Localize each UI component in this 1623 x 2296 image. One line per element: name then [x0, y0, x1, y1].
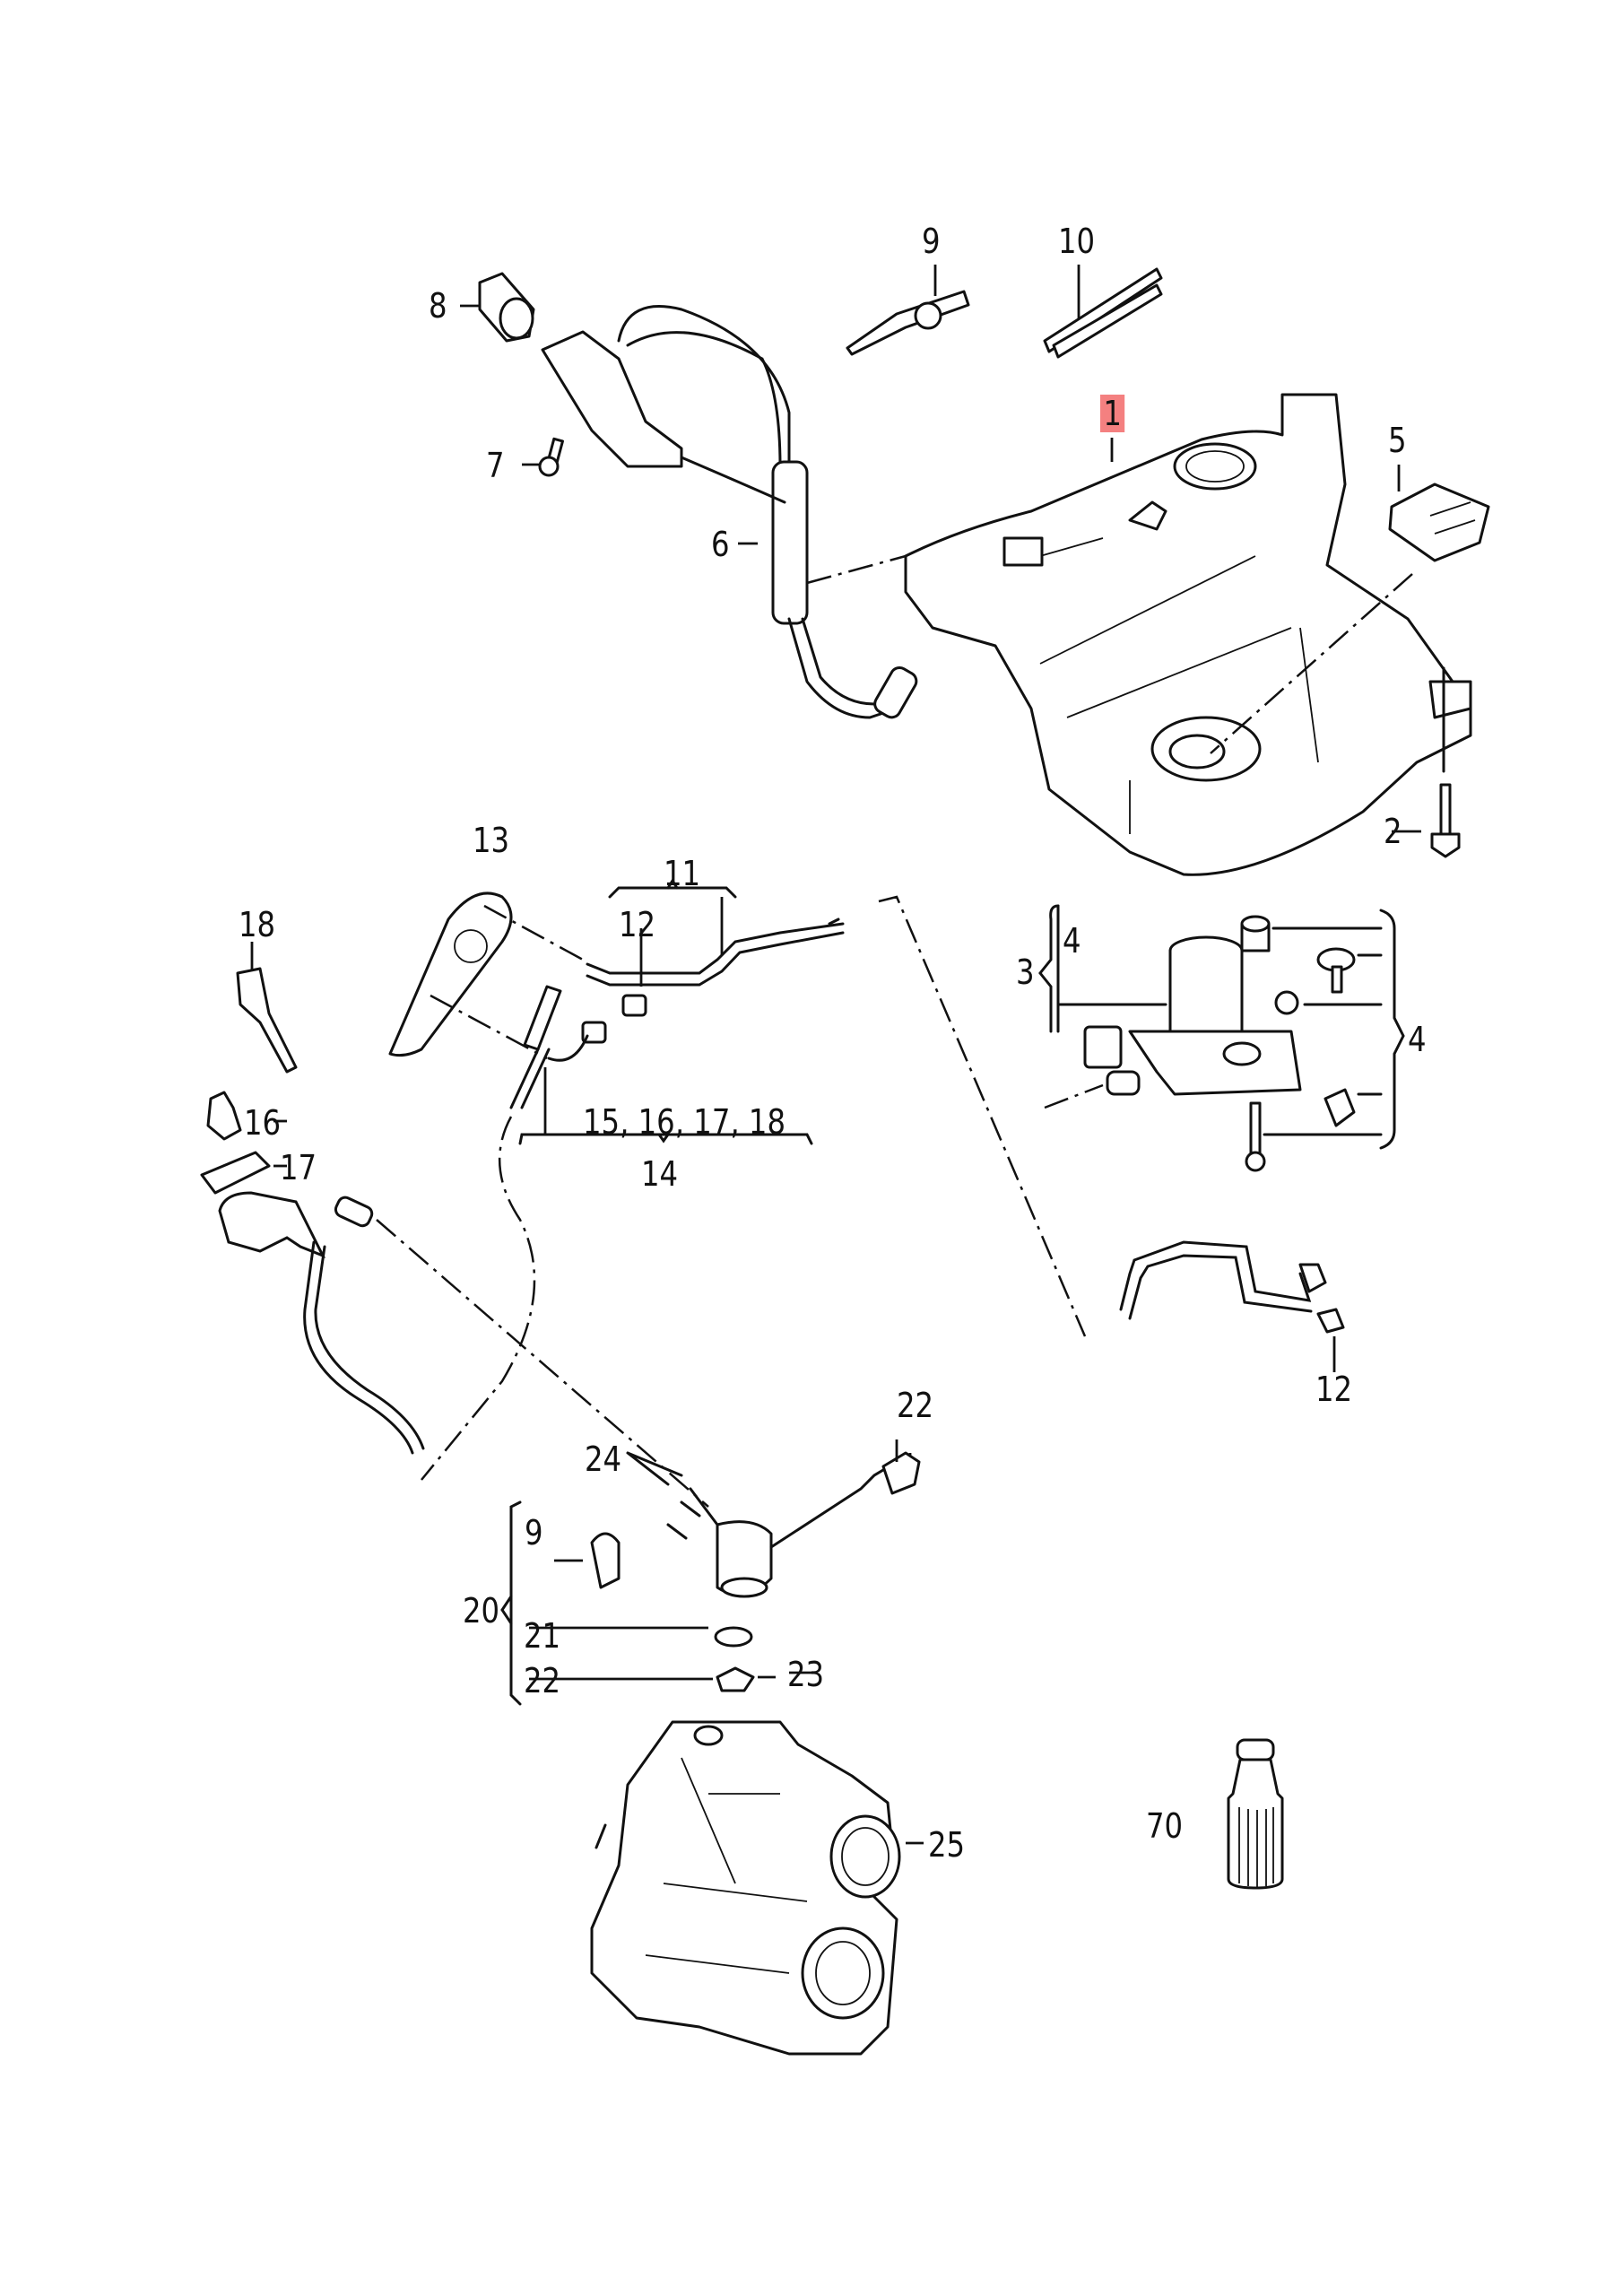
bolt-part-2	[1430, 783, 1461, 858]
part-label-8[interactable]: 8	[429, 286, 447, 326]
part-label-3[interactable]: 3	[1016, 952, 1035, 992]
part-label-22-top[interactable]: 22	[897, 1386, 934, 1425]
filler-neck-part-6	[541, 305, 918, 719]
cap-part-8	[478, 272, 535, 343]
part-label-23[interactable]: 23	[787, 1655, 825, 1694]
part-label-9-bottom[interactable]: 9	[525, 1513, 543, 1552]
fluid-bottle-part-70	[1227, 1738, 1284, 1890]
tank-part-1	[904, 393, 1472, 876]
part-label-9-top[interactable]: 9	[922, 222, 941, 261]
part-label-24[interactable]: 24	[585, 1439, 622, 1479]
cable-tie-part-10	[1043, 267, 1163, 359]
part-label-10[interactable]: 10	[1058, 222, 1096, 261]
part-label-14[interactable]: 14	[641, 1154, 679, 1194]
part-label-4-pump[interactable]: 4	[1063, 921, 1081, 961]
part-label-20[interactable]: 20	[463, 1591, 500, 1631]
clip-part-16	[206, 1091, 242, 1141]
part-label-1[interactable]: 1	[1100, 395, 1125, 432]
part-label-14-components[interactable]: 15, 16, 17, 18	[583, 1102, 786, 1142]
part-label-16[interactable]: 16	[244, 1103, 282, 1143]
bracket-part-13	[388, 891, 584, 1060]
part-label-5[interactable]: 5	[1388, 421, 1407, 460]
part-label-12-top[interactable]: 12	[619, 905, 656, 944]
holder-part-18	[236, 967, 298, 1074]
catalytic-converter-part-25	[590, 1720, 901, 2056]
part-label-22-bottom[interactable]: 22	[524, 1661, 561, 1700]
part-label-21[interactable]: 21	[524, 1616, 561, 1656]
dosing-module-part-20	[500, 1439, 921, 1706]
heated-line-part-11	[586, 878, 845, 1017]
clamp-part-17	[200, 1151, 709, 1508]
part-label-13[interactable]: 13	[473, 821, 510, 860]
part-label-17[interactable]: 17	[280, 1148, 317, 1187]
part-label-2[interactable]: 2	[1384, 812, 1402, 851]
connector-part-5	[1210, 483, 1490, 754]
clip-part-9	[846, 290, 970, 356]
part-label-6[interactable]: 6	[711, 525, 730, 564]
part-label-7[interactable]: 7	[486, 446, 505, 485]
line-part-12-right	[1119, 1240, 1345, 1334]
pump-module-part-3	[1038, 904, 1405, 1172]
part-label-4-kit[interactable]: 4	[1408, 1020, 1427, 1059]
part-label-70[interactable]: 70	[1146, 1806, 1184, 1846]
part-label-11[interactable]: 11	[664, 854, 701, 893]
part-label-25[interactable]: 25	[928, 1825, 966, 1865]
screw-part-7	[538, 437, 564, 477]
part-label-12-bottom[interactable]: 12	[1315, 1370, 1353, 1409]
part-label-18[interactable]: 18	[239, 905, 276, 944]
heated-line-part-14	[421, 895, 1087, 1481]
